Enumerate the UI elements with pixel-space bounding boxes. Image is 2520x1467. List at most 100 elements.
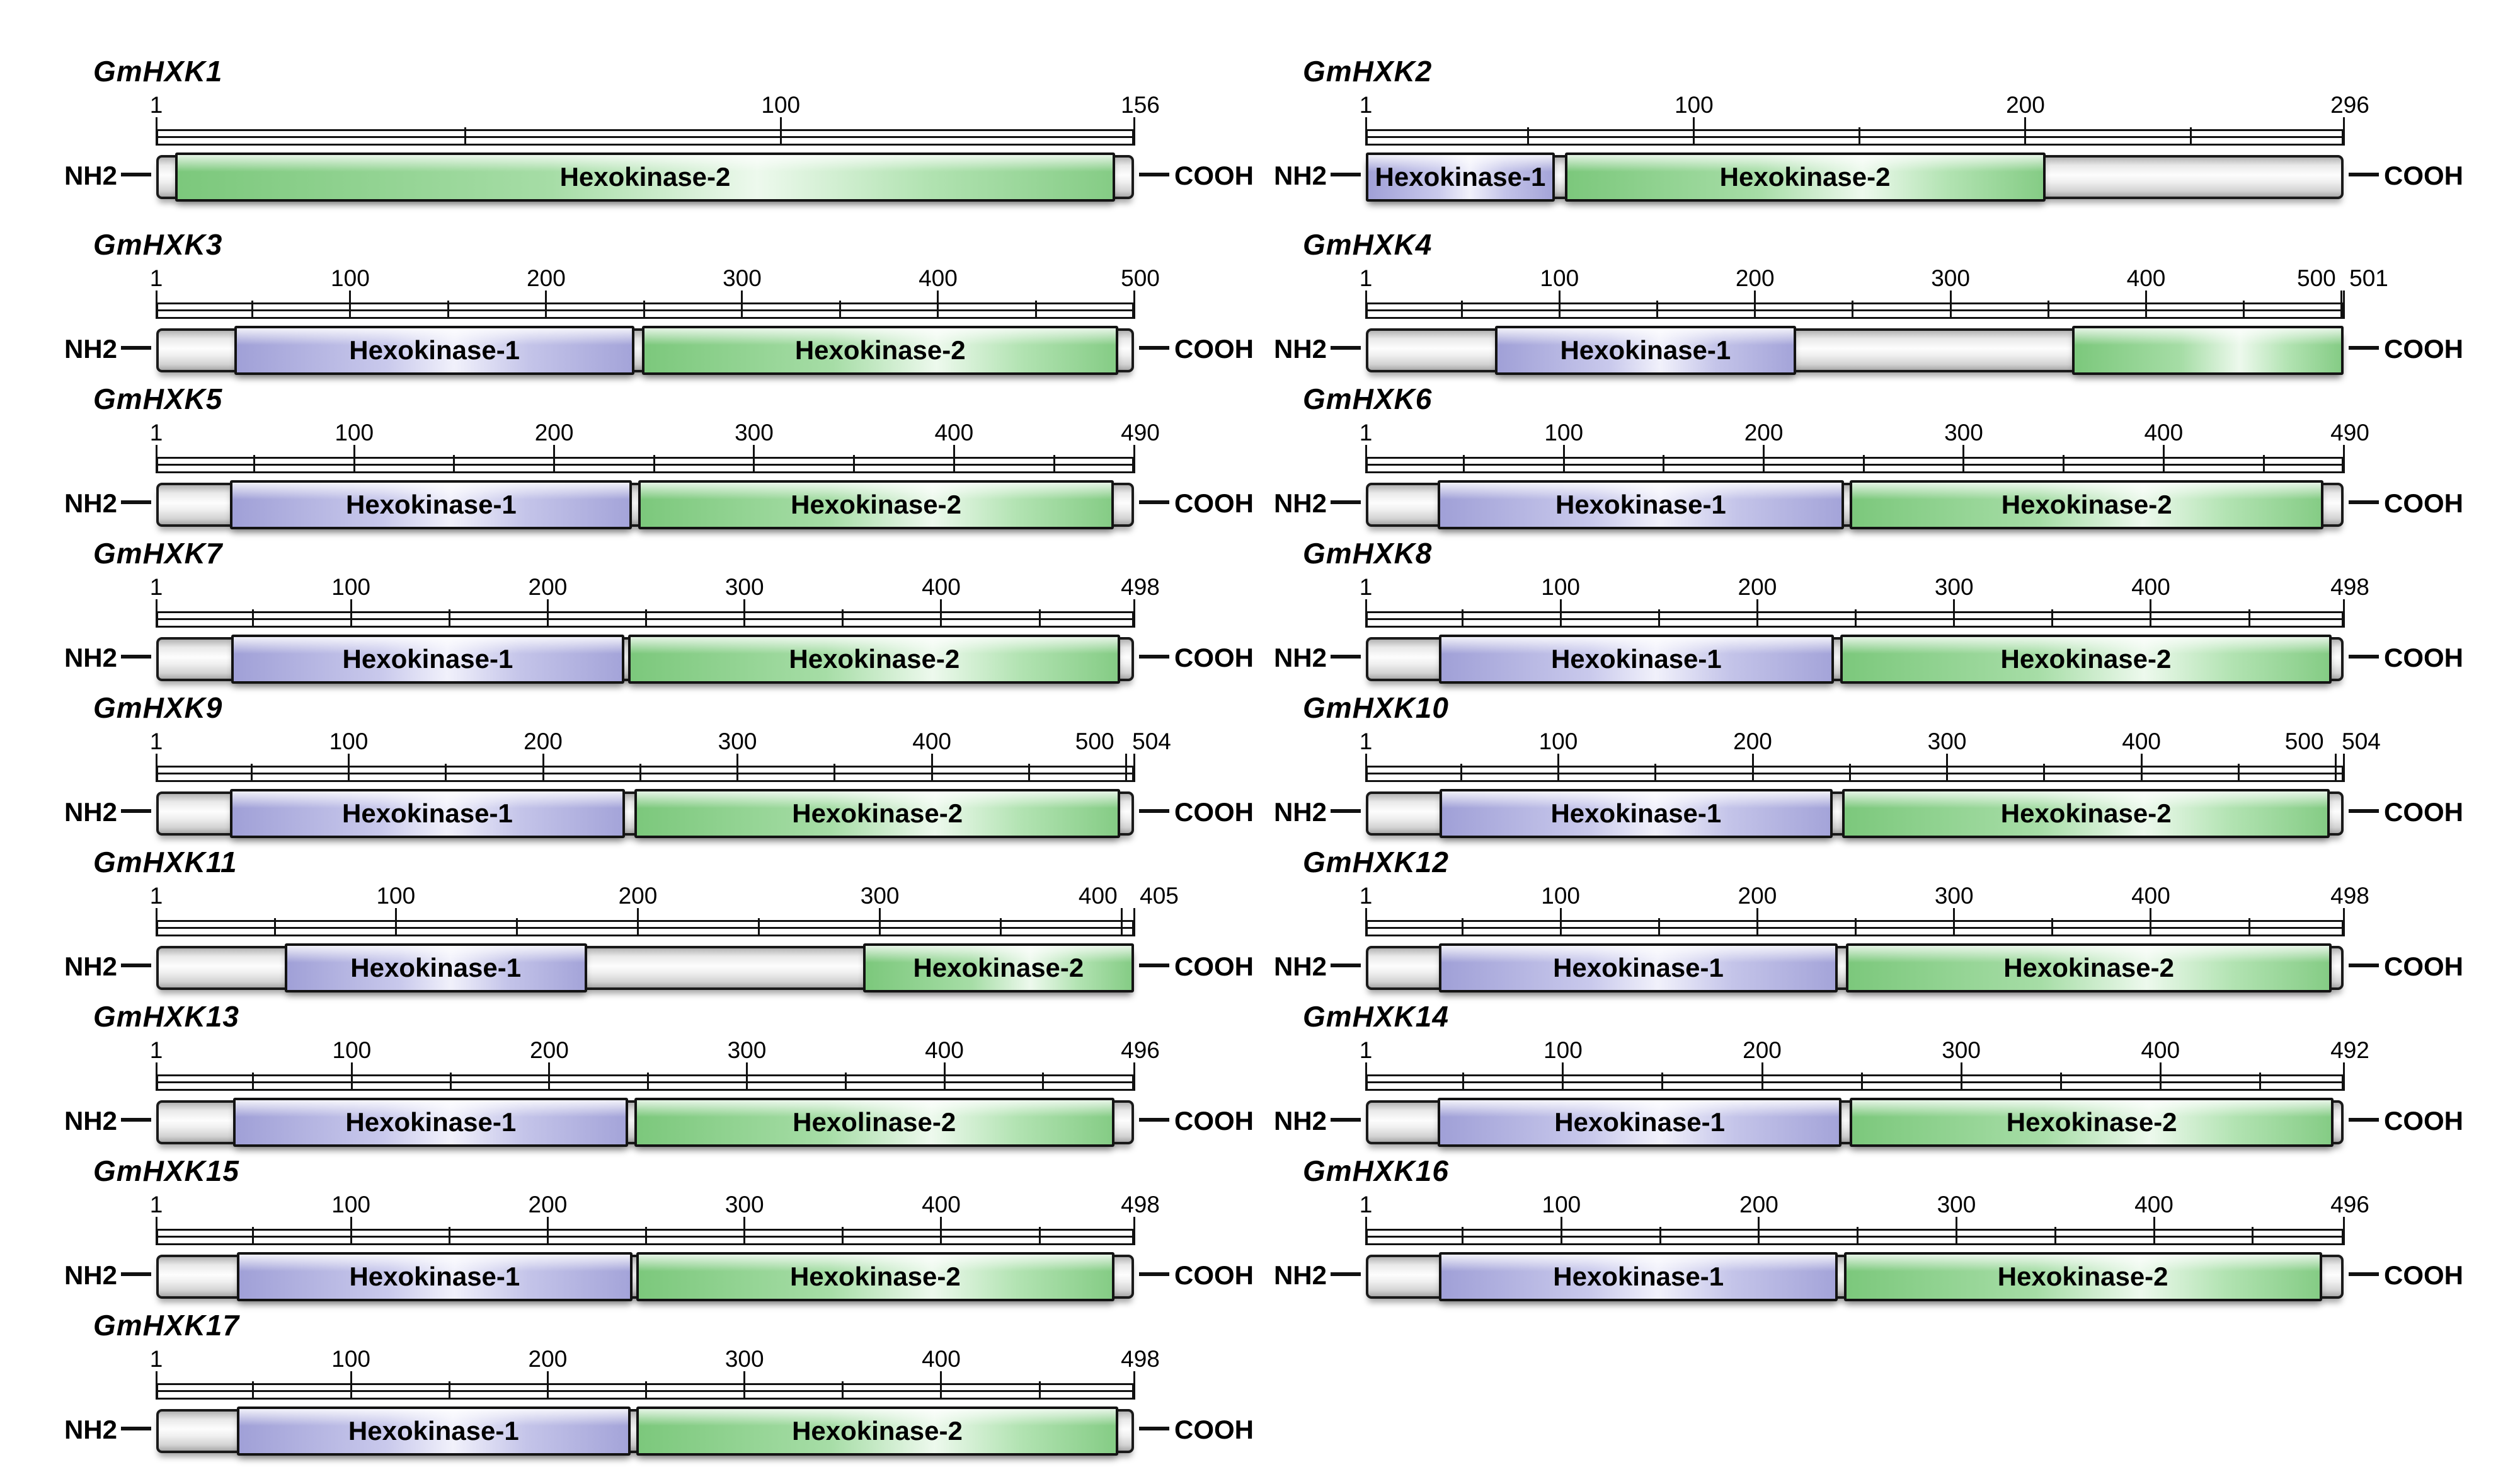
ruler-tick-label: 1 (149, 265, 163, 291)
ruler-minor-tick (2262, 455, 2265, 473)
ruler-major-tick (1946, 754, 1949, 782)
ruler-tick-label: 400 (2126, 265, 2166, 291)
nh2-connector-line (1331, 655, 1361, 659)
cooh-terminus-label: COOH (1174, 161, 1254, 190)
ruler-major-tick (347, 754, 350, 782)
ruler-major-tick (1121, 908, 1123, 936)
ruler-tick-label: 400 (2144, 420, 2184, 446)
nh2-terminus-label: NH2 (1273, 334, 1327, 364)
domain-label: Hexolinase-2 (793, 1107, 956, 1137)
ruler-minor-tick (273, 918, 276, 936)
ruler-major-tick (879, 908, 881, 936)
domain-label: Hexokinase-1 (1550, 644, 1722, 674)
domain-box-hexokinase1: Hexokinase-1 (1438, 943, 1838, 992)
ruler-major-tick (1133, 908, 1135, 936)
ruler-tick-label: 100 (1538, 728, 1578, 754)
ruler-tick-label: 100 (331, 1346, 371, 1372)
protein-title: GmHXK8 (1303, 537, 1433, 570)
ruler-tick-label: 200 (1738, 883, 1777, 909)
ruler-tick-label: 400 (2131, 574, 2170, 600)
ruler-major-tick (931, 754, 933, 782)
domain-label: Hexokinase-2 (794, 335, 966, 365)
ruler-tick-label: 300 (1934, 574, 1974, 600)
ruler-major-tick (940, 1371, 942, 1400)
ruler-major-tick (1365, 291, 1367, 319)
domain-label: Hexokinase-2 (2000, 798, 2172, 828)
cooh-connector-line (1139, 655, 1169, 659)
ruler-scale-band (156, 1383, 1134, 1400)
ruler-tick-label: 1 (149, 1037, 163, 1063)
ruler-scale-band (1366, 302, 2344, 319)
ruler-tick-label: 300 (724, 1192, 764, 1217)
ruler-tick-label: 100 (1541, 883, 1581, 909)
ruler-minor-tick (1042, 1073, 1045, 1091)
ruler-tick-label: 400 (2141, 1037, 2180, 1063)
cooh-connector-line (2349, 809, 2379, 813)
ruler-tick-label: 296 (2330, 92, 2369, 118)
domain-label: Hexokinase-1 (1555, 490, 1726, 519)
ruler-major-tick (1133, 445, 1135, 473)
domain-box-hexokinase2: Hexokinase-2 (1841, 789, 2330, 838)
domain-label: Hexokinase-2 (792, 1416, 963, 1446)
ruler-minor-tick (2043, 764, 2046, 782)
ruler-major-tick (1365, 1062, 1367, 1091)
protein-title: GmHXK12 (1303, 846, 1449, 878)
ruler-minor-tick (2063, 455, 2065, 473)
domain-label: Hexokinase-1 (345, 490, 517, 519)
nh2-connector-line (1331, 809, 1361, 813)
ruler-minor-tick (1461, 609, 1463, 628)
ruler-scale-band (156, 1229, 1134, 1245)
cooh-connector-line (2349, 346, 2379, 350)
ruler-major-tick (743, 1371, 746, 1400)
ruler-scale-band (1366, 1074, 2344, 1091)
ruler-tick-label: 200 (528, 574, 568, 600)
cooh-terminus-label: COOH (1174, 1106, 1254, 1136)
ruler-major-tick (1133, 754, 1135, 782)
cooh-terminus-label: COOH (1174, 488, 1254, 518)
ruler-major-tick (779, 117, 782, 146)
domain-box-hexokinase2: Hexokinase-2 (638, 480, 1114, 529)
ruler-major-tick (2342, 1217, 2345, 1245)
cooh-connector-line (1139, 809, 1169, 813)
ruler-scale-band (1366, 766, 2344, 782)
ruler-major-tick (940, 599, 942, 628)
cooh-terminus-label: COOH (1174, 797, 1254, 827)
ruler-minor-tick (2243, 301, 2245, 319)
ruler-tick-label: 498 (2330, 883, 2369, 909)
ruler-minor-tick (251, 609, 254, 628)
ruler-tick-label: 496 (1121, 1037, 1160, 1063)
domain-box-hexokinase1: Hexokinase-1 (1439, 1252, 1838, 1301)
cooh-terminus-label: COOH (2384, 161, 2463, 190)
ruler-minor-tick (1852, 301, 1854, 319)
ruler-minor-tick (2051, 918, 2054, 936)
ruler-major-tick (1133, 1371, 1135, 1400)
ruler-tick-label: 100 (331, 574, 371, 600)
ruler-minor-tick (1857, 1227, 1859, 1245)
ruler-scale-band (1366, 129, 2344, 146)
ruler-major-tick (155, 117, 158, 146)
protein-title: GmHXK3 (93, 228, 223, 261)
ruler-tick-label: 400 (2122, 728, 2161, 754)
ruler-major-tick (1365, 754, 1367, 782)
ruler-major-tick (2342, 445, 2345, 473)
ruler-tick-label: 200 (528, 1192, 568, 1217)
ruler-minor-tick (2248, 609, 2250, 628)
ruler-tick-label: 300 (1942, 1037, 1981, 1063)
cooh-terminus-label: COOH (2384, 488, 2463, 518)
nh2-connector-line (1331, 1272, 1361, 1276)
ruler-major-tick (1761, 1062, 1763, 1091)
ruler-scale-band (156, 129, 1134, 146)
ruler-major-tick (741, 291, 743, 319)
ruler-tick-label: 498 (1121, 1192, 1160, 1217)
ruler-tick-label: 300 (1944, 420, 1983, 446)
nh2-terminus-label: NH2 (64, 1260, 117, 1290)
ruler-major-tick (1557, 754, 1559, 782)
ruler-minor-tick (1527, 127, 1530, 146)
ruler-tick-label: 400 (919, 265, 958, 291)
cooh-connector-line (1139, 964, 1169, 967)
ruler-major-tick (753, 445, 755, 473)
